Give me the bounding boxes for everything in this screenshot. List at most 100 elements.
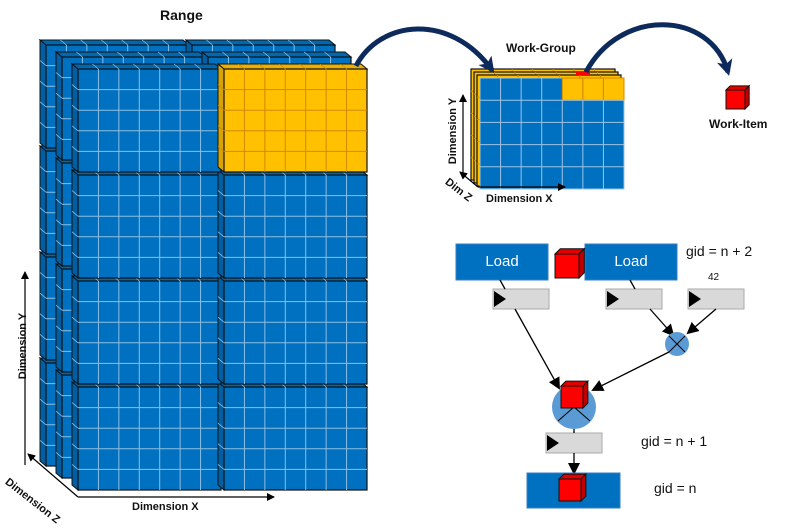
range-block-grid	[21, 38, 369, 501]
grid-line	[303, 51, 311, 58]
grid-line	[76, 51, 83, 58]
connector-arrow	[686, 308, 717, 335]
block-side-face	[39, 356, 47, 468]
grid-line	[55, 410, 63, 417]
block-side-face	[71, 62, 79, 174]
grid-line	[217, 402, 225, 408]
block-front-face	[223, 280, 368, 385]
range-to-work-group-arrow	[353, 26, 495, 74]
cube-front-face	[560, 385, 584, 409]
block-side-face	[217, 380, 225, 492]
grid-line	[39, 419, 47, 426]
grid-line	[267, 39, 274, 46]
grid-line	[238, 63, 245, 70]
grid-line	[55, 92, 63, 99]
grid-line	[71, 210, 79, 217]
grid-line	[194, 63, 201, 70]
operator-icon	[573, 406, 591, 422]
block-top-face	[216, 63, 369, 70]
load-right-label: Load	[614, 253, 648, 270]
grid-line	[308, 39, 315, 46]
block-front-face	[77, 174, 222, 279]
grid-line	[71, 104, 79, 111]
grid-line	[71, 316, 79, 323]
connector-arrow	[514, 308, 560, 390]
work-group-axis-x-label: Dimension X	[486, 193, 553, 205]
work-group-to-work-item-arrow	[583, 22, 733, 76]
grid-line	[96, 51, 104, 58]
grid-line	[39, 313, 47, 320]
grid-line	[71, 296, 79, 302]
pipeline-diagram	[455, 243, 745, 509]
work-group-axis-y-label: Dimension Y	[447, 97, 459, 165]
grid-line	[222, 51, 229, 58]
grid-line	[39, 440, 47, 446]
cube-front-face	[725, 89, 746, 110]
grid-line	[39, 272, 47, 278]
block-side-face	[39, 144, 47, 256]
cube-side-face	[744, 84, 750, 111]
grid-line	[117, 51, 124, 58]
grid-line	[39, 122, 47, 128]
work-item-title: Work-Item	[709, 117, 768, 131]
cube-front-face	[558, 478, 582, 502]
grid-line	[39, 378, 47, 384]
register-constant	[687, 288, 745, 310]
cube-side-face	[580, 472, 587, 503]
grid-line	[299, 63, 306, 70]
processed-work-item	[602, 77, 625, 101]
grid-line	[71, 231, 79, 238]
work-group-title: Work-Group	[506, 41, 576, 55]
block-side-face	[217, 168, 225, 280]
grid-line	[217, 210, 225, 217]
grid-line	[133, 63, 140, 70]
grid-line	[55, 431, 63, 438]
range-axis-x-label: Dimension X	[132, 501, 199, 513]
connector	[629, 279, 636, 290]
block-side-face	[217, 274, 225, 386]
block-side-face	[55, 50, 63, 162]
range-axis-z-arrow	[27, 453, 79, 498]
grid-line	[217, 296, 225, 302]
grid-line	[71, 402, 79, 408]
block-side-face	[71, 380, 79, 492]
block-side-face	[55, 262, 63, 374]
grid-line	[283, 51, 290, 58]
grid-line	[178, 51, 185, 58]
work-group-axis-z-arrow	[459, 171, 479, 188]
grid-line	[39, 398, 47, 405]
block-front-face	[77, 280, 222, 385]
grid-line	[55, 134, 63, 140]
grid-line	[55, 346, 63, 352]
grid-line	[121, 39, 128, 46]
grid-line	[39, 60, 47, 66]
grid-line	[55, 304, 63, 311]
cube-front-face	[554, 253, 580, 279]
register-left	[492, 288, 550, 310]
grid-line	[279, 63, 286, 70]
block-front-face	[223, 68, 368, 173]
block-top-face	[184, 39, 337, 46]
block-top-face	[200, 51, 353, 58]
range-axis-y-label: Dimension Y	[17, 312, 29, 380]
block-side-face	[55, 368, 63, 480]
grid-line	[55, 219, 63, 226]
block-side-face	[217, 62, 225, 174]
range-work-group-block	[70, 274, 223, 386]
load-left-box	[455, 243, 549, 281]
grid-line	[217, 84, 225, 90]
block-top-face	[70, 63, 223, 70]
register-body	[605, 288, 663, 310]
gid-n-plus-1-label: gid = n + 1	[641, 433, 708, 449]
processed-work-item	[561, 77, 584, 101]
processed-work-item	[582, 77, 604, 101]
grid-line	[39, 186, 47, 193]
grid-line	[263, 51, 270, 58]
grid-line	[71, 464, 79, 470]
grid-line	[92, 63, 99, 70]
grid-line	[242, 51, 250, 58]
block-side-face	[39, 38, 47, 150]
grid-line	[55, 240, 63, 246]
